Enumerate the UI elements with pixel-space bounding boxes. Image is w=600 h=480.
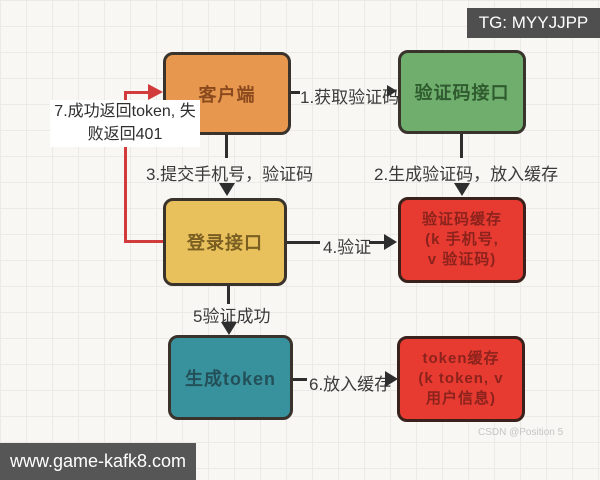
arrowhead-right-icon bbox=[385, 371, 398, 387]
site-watermark-badge: www.game-kafk8.com bbox=[0, 443, 196, 480]
edge4-line bbox=[369, 241, 386, 244]
edge-label-7-line2: 失败返回401 bbox=[87, 103, 196, 143]
arrowhead-right-icon bbox=[387, 85, 397, 97]
arrowhead-down-icon bbox=[219, 183, 235, 196]
edge3-line bbox=[225, 135, 228, 158]
edge-label-2: 2.生成验证码，放入缓存 bbox=[374, 165, 559, 184]
cache-line: token缓存 bbox=[422, 349, 500, 367]
node-captcha-cache-label: 验证码缓存 (k 手机号, v 验证码) bbox=[422, 210, 502, 271]
node-token-gen: 生成token bbox=[168, 335, 293, 420]
node-login-api: 登录接口 bbox=[163, 198, 287, 286]
arrowhead-right-red-icon bbox=[148, 84, 163, 100]
edge7-line-vertical bbox=[124, 92, 127, 243]
edge1-line bbox=[291, 91, 300, 94]
edge6-line bbox=[293, 378, 307, 381]
edge-label-7: 7.成功返回token, 失败返回401 bbox=[50, 100, 200, 147]
cache-line: (k 手机号, bbox=[425, 230, 499, 248]
edge7-line-bottom bbox=[124, 240, 163, 243]
arrowhead-down-icon bbox=[221, 322, 237, 335]
arrowhead-down-icon bbox=[454, 183, 470, 196]
edge-label-7-line1: 7.成功返回token, bbox=[54, 103, 176, 120]
arrowhead-right-icon bbox=[384, 234, 397, 250]
cache-line: 验证码缓存 bbox=[421, 210, 502, 228]
node-captcha-api: 验证码接口 bbox=[398, 50, 526, 134]
edge-label-4: 4.验证 bbox=[323, 238, 372, 257]
node-captcha-api-label: 验证码接口 bbox=[414, 83, 510, 103]
node-token-gen-label: 生成token bbox=[184, 368, 276, 389]
edge4-line bbox=[287, 241, 320, 244]
edge-label-3: 3.提交手机号，验证码 bbox=[146, 165, 314, 184]
cache-line: (k token, v bbox=[418, 369, 504, 387]
cache-line: 用户信息) bbox=[426, 390, 496, 408]
node-login-api-label: 登录接口 bbox=[187, 233, 263, 253]
edge5-line bbox=[227, 286, 230, 304]
edge-label-1: 1.获取验证码 bbox=[300, 88, 400, 107]
csdn-watermark: CSDN @Position 5 bbox=[478, 427, 564, 438]
node-client-label: 客户端 bbox=[198, 84, 256, 105]
edge-label-5: 5验证成功 bbox=[193, 307, 271, 326]
cache-line: v 验证码) bbox=[427, 251, 497, 269]
edge7-line-top bbox=[124, 91, 150, 94]
edge-label-6: 6.放入缓存 bbox=[309, 375, 392, 394]
node-captcha-cache: 验证码缓存 (k 手机号, v 验证码) bbox=[398, 197, 526, 283]
site-watermark-text: www.game-kafk8.com bbox=[9, 451, 187, 471]
edge2-line bbox=[460, 134, 463, 158]
node-token-cache: token缓存 (k token, v 用户信息) bbox=[397, 336, 525, 422]
tg-watermark-text: TG: MYYJJPP bbox=[478, 13, 589, 32]
node-token-cache-label: token缓存 (k token, v 用户信息) bbox=[418, 349, 503, 410]
tg-watermark-badge: TG: MYYJJPP bbox=[467, 8, 600, 38]
